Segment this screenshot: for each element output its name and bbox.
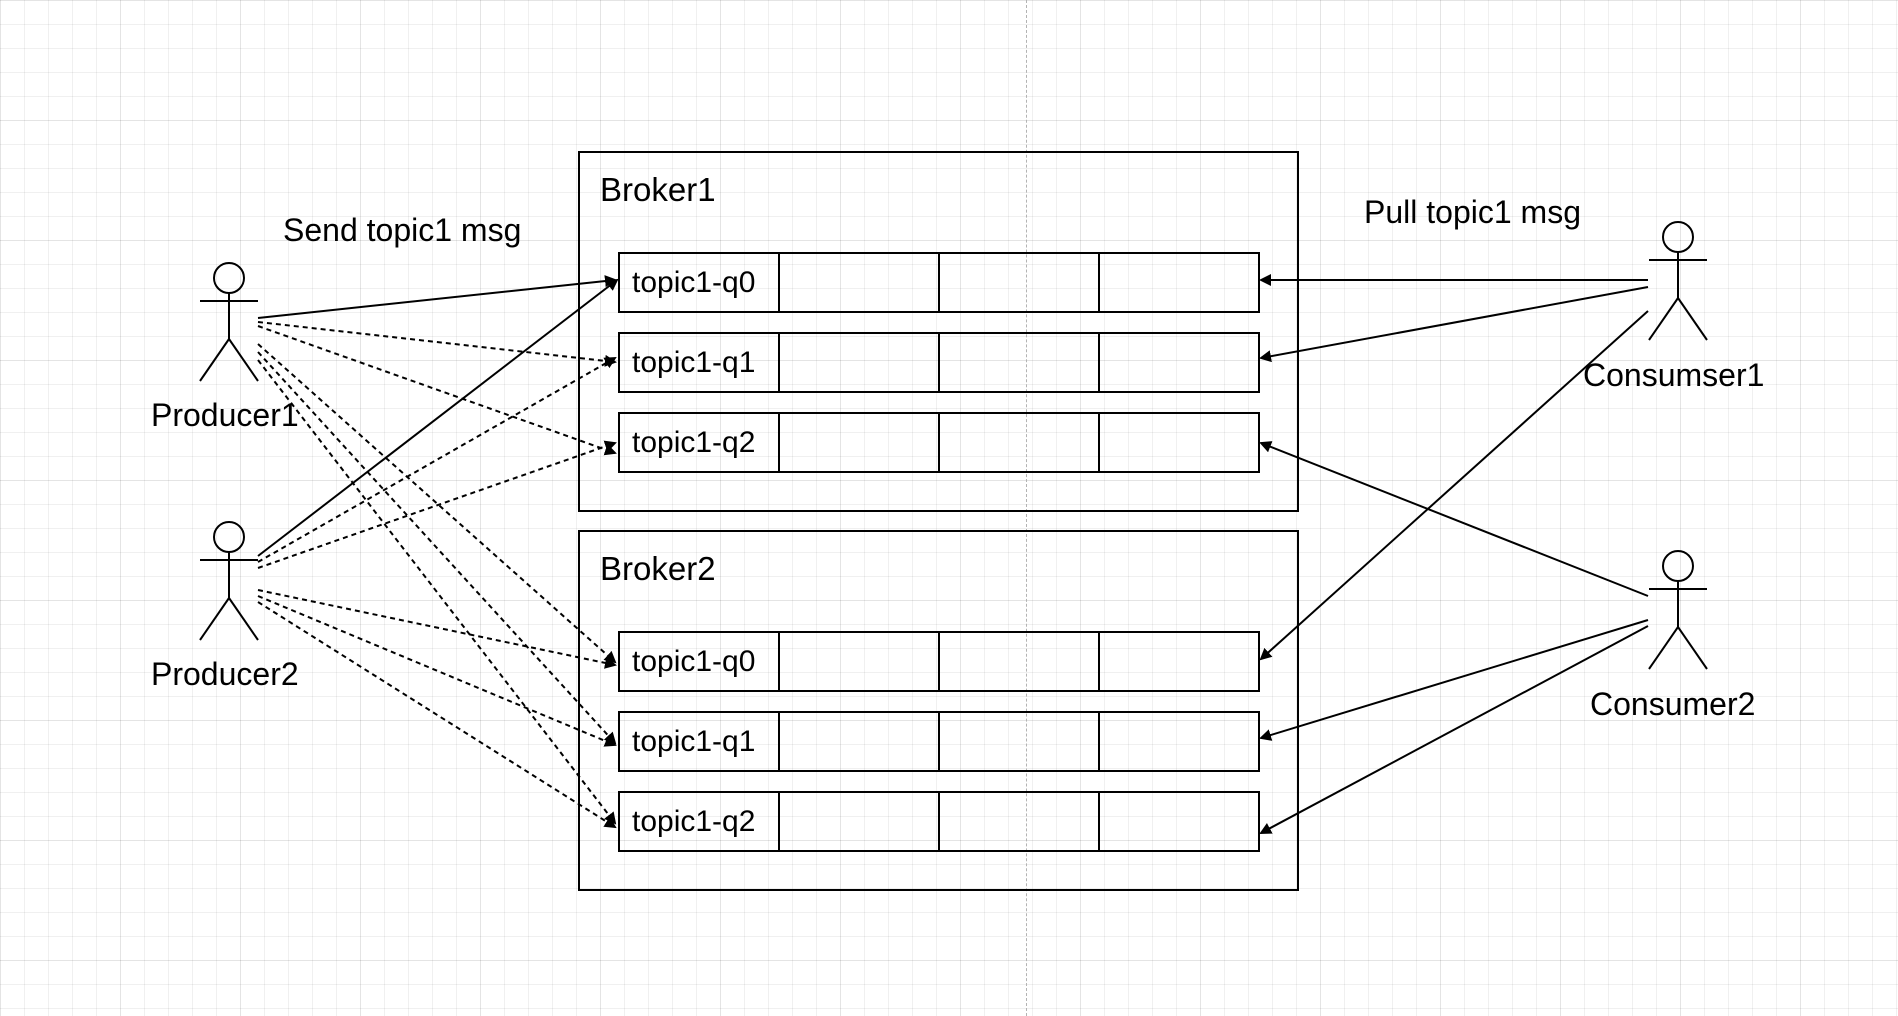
broker-1-queue-1[interactable]: topic1-q1 bbox=[618, 332, 1260, 393]
queue-label: topic1-q2 bbox=[620, 414, 780, 471]
consumer-2-label: Consumer2 bbox=[1590, 686, 1756, 722]
consumer-2-actor-icon[interactable] bbox=[1645, 549, 1711, 671]
consumser1-to-b1q1-arrow[interactable] bbox=[1259, 286, 1649, 363]
broker-2-queue-2[interactable]: topic1-q2 bbox=[618, 791, 1260, 852]
queue-slot bbox=[940, 334, 1100, 391]
producer1-to-b1q1-arrow[interactable] bbox=[257, 321, 617, 367]
queue-slot bbox=[940, 793, 1100, 850]
producer1-to-b1q0-arrow[interactable] bbox=[257, 275, 617, 319]
queue-slot bbox=[780, 793, 940, 850]
consumer2-to-b2q2-arrow[interactable] bbox=[1259, 625, 1649, 834]
broker-1-queue-2[interactable]: topic1-q2 bbox=[618, 412, 1260, 473]
queue-slot bbox=[780, 254, 940, 311]
broker-2-title: Broker2 bbox=[600, 550, 716, 587]
consumer2-to-b1q2-arrow[interactable] bbox=[1259, 441, 1649, 597]
queue-slot bbox=[780, 633, 940, 690]
broker-1-title: Broker1 bbox=[600, 171, 716, 208]
send-label: Send topic1 msg bbox=[283, 212, 522, 248]
producer2-to-b2q1-arrow[interactable] bbox=[257, 595, 617, 747]
broker-2-box[interactable]: Broker2 topic1-q0 topic1-q1 topic1-q2 bbox=[578, 530, 1299, 891]
consumser1-to-b2q0-arrow[interactable] bbox=[1259, 310, 1649, 661]
broker-2-queue-0[interactable]: topic1-q0 bbox=[618, 631, 1260, 692]
page-divider bbox=[1026, 0, 1027, 1016]
producer2-to-b1q0-arrow[interactable] bbox=[257, 278, 619, 557]
queue-label: topic1-q2 bbox=[620, 793, 780, 850]
consumer2-to-b2q1-arrow[interactable] bbox=[1259, 619, 1649, 741]
producer1-to-b2q2-arrow[interactable] bbox=[257, 359, 617, 825]
producer1-to-b1q2-arrow[interactable] bbox=[257, 325, 617, 456]
queue-slot bbox=[780, 713, 940, 770]
producer1-to-b2q0-arrow[interactable] bbox=[257, 343, 617, 664]
producer2-to-b2q2-arrow[interactable] bbox=[257, 601, 617, 829]
producer1-to-b2q1-arrow[interactable] bbox=[257, 351, 617, 745]
consumser-1-actor-icon[interactable] bbox=[1645, 220, 1711, 342]
queue-label: topic1-q1 bbox=[620, 334, 780, 391]
producer-1-label: Producer1 bbox=[151, 397, 299, 433]
queue-label: topic1-q1 bbox=[620, 713, 780, 770]
producer-2-actor-icon[interactable] bbox=[196, 520, 262, 642]
producer2-to-b2q0-arrow[interactable] bbox=[257, 589, 617, 669]
queue-label: topic1-q0 bbox=[620, 254, 780, 311]
queue-slot bbox=[940, 713, 1100, 770]
queue-slot bbox=[940, 414, 1100, 471]
producer-1-actor-icon[interactable] bbox=[196, 261, 262, 383]
producer2-to-b1q2-arrow[interactable] bbox=[257, 440, 617, 569]
queue-slot bbox=[780, 414, 940, 471]
broker-2-queue-1[interactable]: topic1-q1 bbox=[618, 711, 1260, 772]
pull-label: Pull topic1 msg bbox=[1364, 194, 1581, 230]
producer2-to-b1q1-arrow[interactable] bbox=[257, 357, 617, 563]
queue-label: topic1-q0 bbox=[620, 633, 780, 690]
producer-2-label: Producer2 bbox=[151, 656, 299, 692]
queue-slot bbox=[940, 254, 1100, 311]
consumser-1-label: Consumser1 bbox=[1583, 357, 1765, 393]
queue-slot bbox=[780, 334, 940, 391]
queue-slot bbox=[940, 633, 1100, 690]
